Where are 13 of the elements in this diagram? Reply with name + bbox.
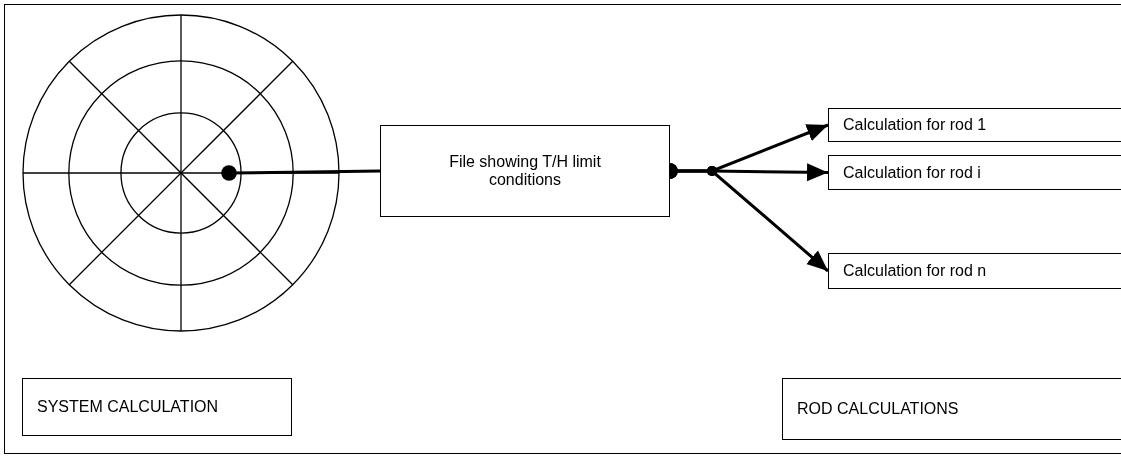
core-cross-section-drawing <box>22 14 340 332</box>
process-box <box>22 378 292 436</box>
box-label: File showing T/H limit conditions <box>448 153 602 189</box>
process-box <box>782 378 1121 440</box>
process-box <box>380 125 670 217</box>
box-label: Calculation for rod n <box>843 262 987 280</box>
box-label: SYSTEM CALCULATION <box>37 398 219 416</box>
process-box <box>828 155 1121 190</box>
box-label: Calculation for rod i <box>843 163 981 182</box>
box-label: ROD CALCULATIONS <box>797 400 959 418</box>
process-box <box>828 253 1121 289</box>
box-label: Calculation for rod 1 <box>843 116 987 134</box>
process-box <box>828 108 1121 142</box>
